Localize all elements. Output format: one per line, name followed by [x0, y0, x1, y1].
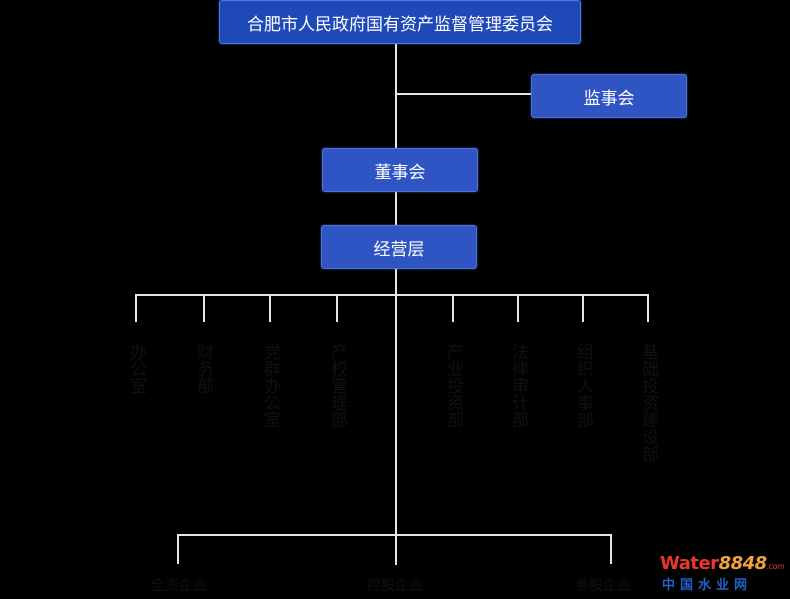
department-bus-line — [135, 294, 649, 296]
dept-office: 办公室 — [126, 343, 146, 394]
enterprise-drop-right — [610, 534, 612, 564]
supervisory-branch-line — [396, 93, 532, 95]
dept-party-office: 党群办公室 — [260, 343, 280, 428]
dept-drop-4 — [336, 294, 338, 322]
dept-hr: 组织人事部 — [573, 343, 593, 428]
enterprise-trunk-line — [395, 295, 397, 565]
board-of-directors-label: 董事会 — [374, 162, 426, 183]
supervisory-board-label: 监事会 — [583, 88, 635, 109]
commission-label: 合肥市人民政府国有资产监督管理委员会 — [247, 14, 553, 35]
dept-drop-2 — [203, 294, 205, 322]
dept-property-rights: 产权管理部 — [327, 343, 347, 428]
watermark-logo: Water8848.com — [660, 553, 785, 574]
board-of-directors-box: 董事会 — [322, 148, 478, 192]
dept-drop-1 — [135, 294, 137, 322]
dept-industry-investment: 产业投资部 — [443, 343, 463, 428]
enterprise-wholly-owned: 全资企业 — [151, 578, 207, 594]
dept-legal-audit: 法律审计部 — [508, 343, 528, 428]
commission-box: 合肥市人民政府国有资产监督管理委员会 — [219, 0, 581, 44]
enterprise-drop-left — [177, 534, 179, 564]
dept-finance: 财务部 — [193, 343, 213, 394]
dept-drop-8 — [647, 294, 649, 322]
enterprise-bus-line — [177, 534, 612, 536]
supervisory-board-box: 监事会 — [531, 74, 687, 118]
enterprise-participating: 参股企业 — [575, 578, 631, 594]
dept-drop-7 — [582, 294, 584, 322]
dept-drop-6 — [517, 294, 519, 322]
management-label: 经营层 — [373, 239, 425, 260]
watermark-subtitle: 中国水业网 — [662, 578, 753, 593]
dept-drop-3 — [269, 294, 271, 322]
enterprise-holding: 控股企业 — [367, 578, 423, 594]
management-box: 经营层 — [321, 225, 477, 269]
dept-infrastructure: 基础投资建设部 — [638, 343, 658, 462]
dept-drop-5 — [452, 294, 454, 322]
